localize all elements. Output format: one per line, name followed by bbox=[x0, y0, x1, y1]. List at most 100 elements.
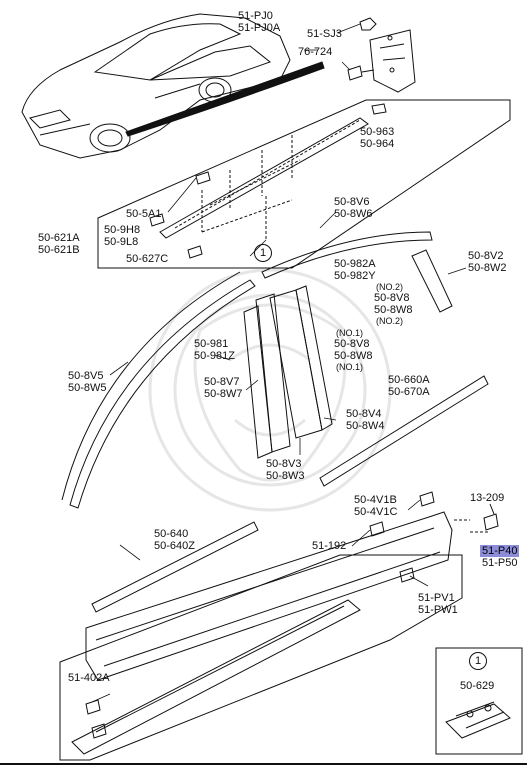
callout-text: 50-8W3 bbox=[266, 470, 305, 482]
clip-icon bbox=[369, 521, 385, 537]
callout-50-8v8-no1: (NO.1) 50-8V8 50-8W8 (NO.1) bbox=[334, 328, 373, 372]
callout-50-621: 50-621A 50-621B bbox=[38, 232, 80, 256]
clip-icon bbox=[359, 17, 377, 31]
callout-text: 13-209 bbox=[470, 492, 505, 504]
c-pillar-strip bbox=[269, 289, 323, 439]
callout-text: 50-660A bbox=[388, 374, 430, 386]
callout-text: 50-8V5 bbox=[68, 370, 104, 382]
roof-molding-box bbox=[97, 99, 511, 269]
clip-icon bbox=[149, 213, 165, 227]
callout-text: 50-621B bbox=[38, 244, 80, 256]
b-pillar-strip bbox=[255, 293, 291, 453]
callout-text: 50-627C bbox=[126, 253, 169, 265]
callout-text: 50-8W2 bbox=[468, 262, 507, 274]
clip-detail-icon bbox=[445, 701, 511, 739]
callout-note: (NO.2) bbox=[376, 316, 403, 326]
callout-text: 51-PW1 bbox=[418, 604, 458, 616]
callout-text: 50-8W8 bbox=[334, 350, 373, 362]
callout-text: 51-SJ3 bbox=[307, 28, 342, 40]
callout-note: (NO.2) bbox=[376, 282, 403, 292]
callout-text: 50-8W6 bbox=[334, 208, 373, 220]
callout-50-9h8: 50-9H8 50-9L8 bbox=[104, 224, 140, 248]
callout-76-724: 76-724 bbox=[298, 46, 332, 58]
inset-reference-marker-1: 1 bbox=[469, 652, 487, 670]
car-illustration bbox=[21, 13, 291, 159]
callout-50-629: 50-629 bbox=[460, 680, 494, 692]
callout-text: 50-4V1C bbox=[354, 506, 398, 518]
callout-text: 51-PV1 bbox=[418, 592, 455, 604]
clip-icon bbox=[399, 567, 415, 583]
clip-icon bbox=[419, 491, 435, 507]
callout-text: 50-640Z bbox=[154, 540, 195, 552]
callout-text: 50-8W8 bbox=[374, 304, 413, 316]
callout-text: 50-8V8 bbox=[374, 292, 410, 304]
callout-text: 50-9H8 bbox=[104, 224, 141, 236]
callout-text: 50-8V8 bbox=[334, 338, 370, 350]
callout-text: 50-8V2 bbox=[468, 250, 504, 262]
callout-text: 50-4V1B bbox=[354, 494, 397, 506]
callout-50-8v8-no2: (NO.2) 50-8V8 50-8W8 (NO.2) bbox=[374, 282, 413, 326]
sill-trim-strip bbox=[91, 521, 259, 613]
rear-window-strip bbox=[411, 249, 453, 313]
callout-text: 50-982A bbox=[334, 258, 376, 270]
callout-text: 50-8W5 bbox=[68, 382, 107, 394]
callout-51-sj3: 51-SJ3 bbox=[307, 28, 342, 40]
callout-text-highlighted: 51-P40 bbox=[480, 545, 520, 557]
callout-51-pj0: 51-PJ0 51-PJ0A bbox=[238, 10, 280, 34]
callout-text: 50-9L8 bbox=[104, 236, 139, 248]
clip-icon bbox=[85, 699, 101, 715]
reference-marker-1: 1 bbox=[254, 244, 272, 262]
callout-51-pv1: 51-PV1 51-PW1 bbox=[418, 592, 458, 616]
callout-50-627c: 50-627C bbox=[126, 253, 168, 265]
callout-note: (NO.1) bbox=[336, 328, 363, 338]
clip-icon bbox=[195, 171, 211, 185]
callout-51-192: 51-192 bbox=[312, 540, 346, 552]
callout-text: 51-PJ0A bbox=[238, 22, 281, 34]
clip-icon bbox=[91, 723, 107, 739]
callout-50-640: 50-640 50-640Z bbox=[154, 528, 195, 552]
molding-swoosh bbox=[125, 61, 325, 137]
callout-text: 50-8V4 bbox=[346, 408, 382, 420]
callout-text: 51-402A bbox=[68, 672, 110, 684]
clip-icon bbox=[371, 103, 387, 115]
callout-text: 51-PJ0 bbox=[238, 10, 273, 22]
a-pillar-molding bbox=[69, 279, 256, 509]
callout-text: 50-981 bbox=[194, 338, 229, 350]
callout-50-8v2: 50-8V2 50-8W2 bbox=[468, 250, 507, 274]
callout-text: 50-8W4 bbox=[346, 420, 385, 432]
callout-text: 50-8V7 bbox=[204, 376, 240, 388]
callout-text: 50-629 bbox=[460, 680, 495, 692]
lower-rocker bbox=[71, 599, 361, 755]
callout-text: 50-5A1 bbox=[126, 208, 162, 220]
callout-50-982: 50-982A 50-982Y bbox=[334, 258, 376, 282]
rocker-panel bbox=[85, 511, 453, 681]
window-top-molding bbox=[261, 231, 433, 279]
callout-50-963: 50-963 50-964 bbox=[360, 126, 394, 150]
screw-icon bbox=[347, 65, 375, 81]
callout-51-p40: 51-P40 51-P50 bbox=[480, 545, 520, 569]
callout-text: 76-724 bbox=[298, 46, 333, 58]
callout-text: 50-8W7 bbox=[204, 388, 243, 400]
mudflap-bracket bbox=[369, 29, 416, 93]
callout-text: 51-P50 bbox=[482, 557, 518, 569]
callout-50-981: 50-981 50-981Z bbox=[194, 338, 235, 362]
callout-50-8v3: 50-8V3 50-8W3 bbox=[266, 458, 305, 482]
callout-50-8v7: 50-8V7 50-8W7 bbox=[204, 376, 243, 400]
callout-50-660a: 50-660A 50-670A bbox=[388, 374, 430, 398]
c-pillar-strip bbox=[295, 285, 333, 431]
callout-text: 50-964 bbox=[360, 138, 395, 150]
callout-50-5a1: 50-5A1 bbox=[126, 208, 161, 220]
callout-13-209: 13-209 bbox=[470, 492, 504, 504]
callout-51-402a: 51-402A bbox=[68, 672, 110, 684]
callout-text: 50-670A bbox=[388, 386, 430, 398]
callout-text: 51-192 bbox=[312, 540, 347, 552]
clip-icon bbox=[187, 245, 203, 259]
callout-text: 50-981Z bbox=[194, 350, 235, 362]
callout-50-8v5: 50-8V5 50-8W5 bbox=[68, 370, 107, 394]
callout-text: 50-963 bbox=[360, 126, 395, 138]
callout-50-8v6: 50-8V6 50-8W6 bbox=[334, 196, 373, 220]
callout-text: 50-621A bbox=[38, 232, 80, 244]
reference-inset-box bbox=[435, 647, 523, 755]
callout-text: 50-982Y bbox=[334, 270, 376, 282]
